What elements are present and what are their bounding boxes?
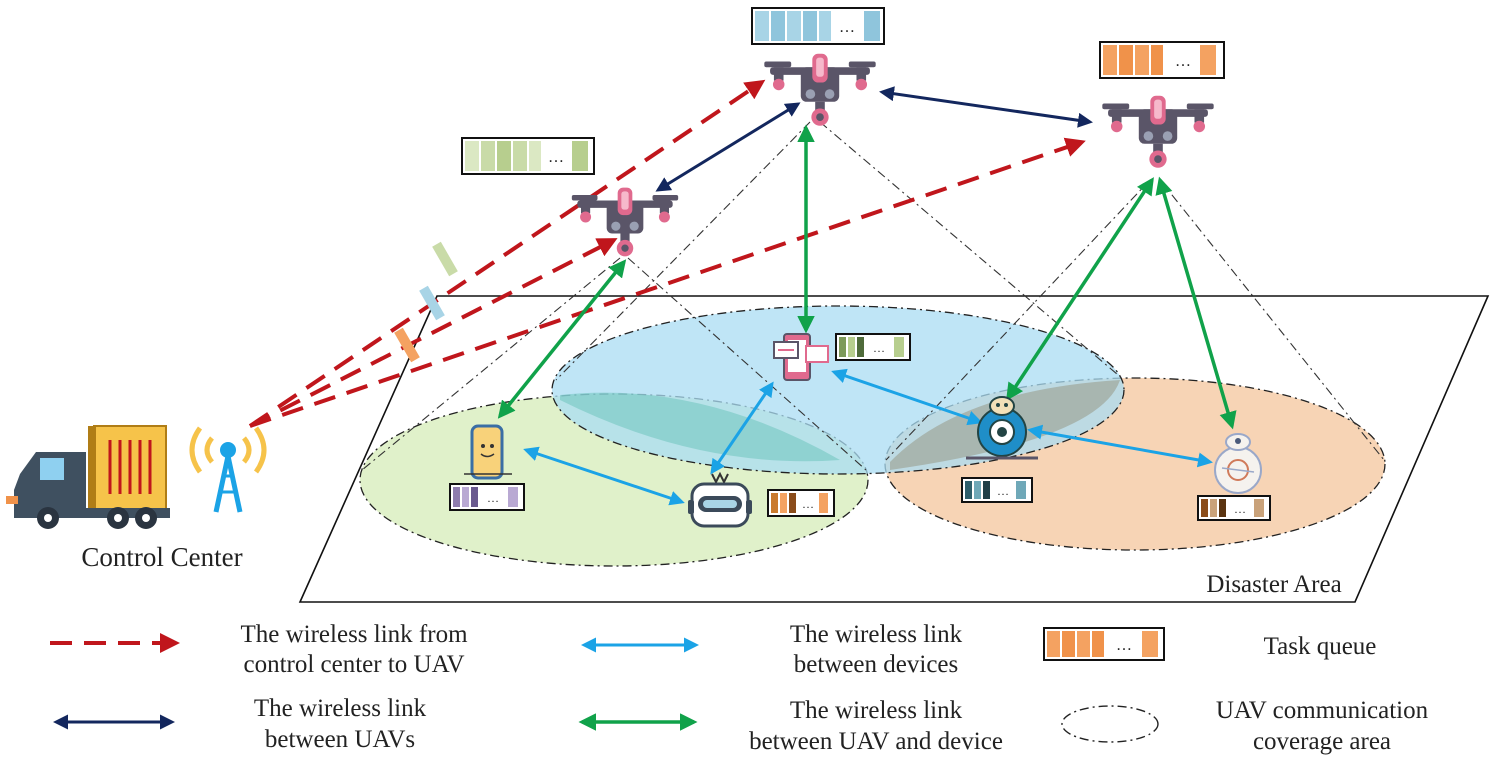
- control-center-label: Control Center: [81, 542, 242, 572]
- legend-uav-link-label-1: The wireless link: [254, 695, 427, 722]
- signal-packet-blue: [419, 285, 445, 321]
- legend-device-link-label-2: between devices: [794, 651, 959, 678]
- queue-ellipsis: …: [1234, 502, 1246, 516]
- robot-icon: [688, 471, 752, 528]
- tablet-icon: [773, 333, 829, 381]
- queue-ellipsis: …: [802, 497, 814, 511]
- task-queue-green: …: [461, 137, 595, 175]
- signal-packet-green: [432, 241, 458, 277]
- queue-ellipsis: …: [839, 19, 855, 36]
- uav-icon: [1102, 95, 1214, 168]
- uav-icon: [571, 187, 679, 257]
- task-queue-orange: …: [1099, 41, 1225, 79]
- task-queue-device-droid: …: [961, 477, 1033, 503]
- legend-uav-device-link-label-1: The wireless link: [790, 697, 963, 724]
- bb8-robot-icon: [1214, 433, 1262, 494]
- legend-device-link-label-1: The wireless link: [790, 621, 963, 648]
- legend-task-queue-swatch: …: [1043, 627, 1165, 661]
- device-links: [523, 368, 1213, 506]
- antenna-icon: [189, 426, 267, 513]
- coverage-area-center: [551, 305, 1125, 475]
- task-queue-device-phone: …: [449, 483, 525, 511]
- legend-coverage-label-2: coverage area: [1253, 728, 1391, 755]
- disaster-area-label: Disaster Area: [1206, 571, 1341, 598]
- queue-ellipsis: …: [487, 491, 499, 505]
- uav-device-links: [497, 124, 1237, 430]
- queue-ellipsis: …: [997, 484, 1009, 498]
- legend-uav-link-label-2: between UAVs: [265, 726, 415, 753]
- queue-ellipsis: …: [873, 341, 885, 355]
- legend-task-queue-label: Task queue: [1264, 633, 1377, 660]
- truck-icon: [6, 425, 170, 529]
- task-queue-blue: …: [751, 7, 885, 45]
- queue-ellipsis: …: [548, 149, 564, 166]
- queue-ellipsis: …: [1175, 53, 1191, 70]
- legend-coverage-label-1: UAV communication: [1216, 697, 1429, 724]
- legend-uav-device-link-label-2: between UAV and device: [749, 728, 1003, 755]
- task-queue-device-robot: …: [767, 489, 835, 517]
- droid-robot-icon: [966, 396, 1038, 460]
- legend-coverage-swatch: [1061, 705, 1159, 743]
- legend: The wireless link from control center to…: [50, 621, 1429, 755]
- legend-red-link-label-2: control center to UAV: [243, 651, 464, 678]
- uav-links: [655, 86, 1093, 192]
- task-queue-device-tablet: …: [835, 333, 911, 361]
- smartphone-icon: [464, 424, 512, 480]
- signal-packet-orange: [394, 327, 420, 363]
- legend-red-link-label-1: The wireless link from: [240, 621, 468, 648]
- queue-ellipsis: …: [1116, 637, 1132, 654]
- task-queue-device-bb8: …: [1197, 495, 1271, 521]
